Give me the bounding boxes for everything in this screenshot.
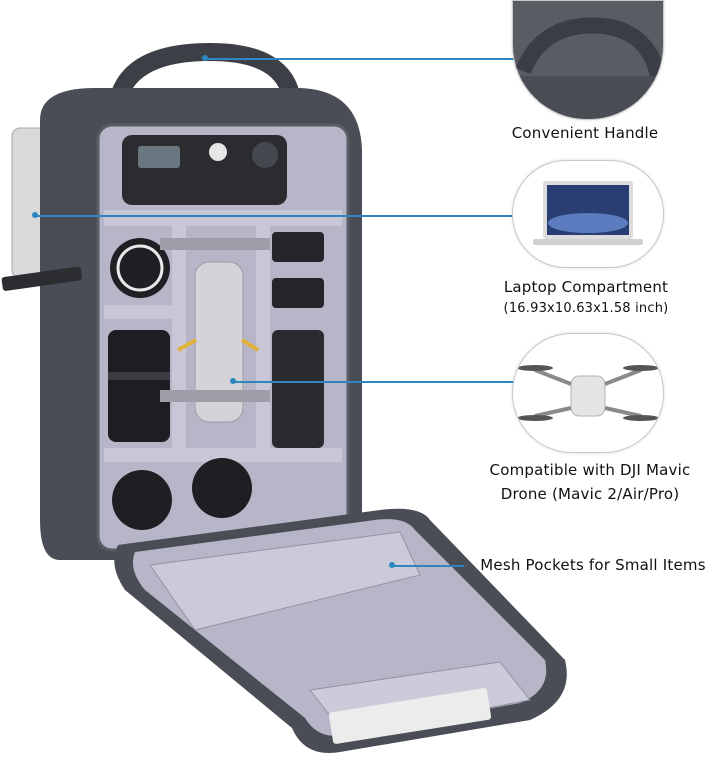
callout-line-handle	[205, 58, 515, 60]
callout-dot-handle	[202, 55, 208, 61]
drone-closeup	[512, 333, 664, 453]
small-lens-1	[112, 470, 172, 530]
handle-closeup-icon	[513, 1, 663, 119]
handle-label: Convenient Handle	[511, 124, 659, 142]
small-lens-2	[192, 458, 252, 518]
small-tablet	[328, 688, 492, 744]
divider-vertical-left	[172, 226, 186, 458]
mesh-label: Mesh Pockets for Small Items	[480, 556, 706, 574]
callout-dot-mesh	[389, 562, 395, 568]
speedlite-flash	[272, 330, 324, 448]
laptop-label: Laptop Compartment	[503, 278, 669, 296]
velcro-strap-low	[160, 390, 270, 402]
laptop-closeup	[512, 160, 664, 268]
drone-label-line2: Drone (Mavic 2/Air/Pro)	[500, 485, 680, 503]
callout-dot-drone	[230, 378, 236, 384]
camera-lens	[108, 330, 170, 442]
drone-arm-left	[177, 338, 197, 352]
handle-closeup	[512, 0, 664, 120]
callout-line-mesh	[392, 565, 464, 567]
laptop-dimensions: (16.93x10.63x1.58 inch)	[503, 301, 669, 316]
divider-vertical-right	[256, 226, 270, 458]
drone-arm-right	[240, 338, 260, 352]
velcro-strap	[160, 238, 270, 250]
lens-ring	[108, 372, 170, 380]
side-strap	[1, 266, 83, 291]
callout-dot-laptop	[32, 212, 38, 218]
battery-2	[272, 278, 324, 308]
drone-label-line1: Compatible with DJI Mavic	[489, 461, 691, 479]
camera-dial	[252, 142, 278, 168]
callout-line-laptop	[35, 215, 513, 217]
divider-low	[104, 448, 342, 462]
mesh-pocket-upper	[149, 531, 421, 631]
laptop-icon	[533, 181, 643, 245]
callout-line-drone	[233, 381, 515, 383]
top-handle	[109, 42, 301, 109]
drone-icon	[517, 365, 659, 421]
battery-1	[272, 232, 324, 262]
divider-mid	[104, 305, 174, 319]
camera-dial-small	[209, 143, 227, 161]
divider-top	[104, 210, 342, 226]
camera-screen	[138, 146, 180, 168]
lens-cap-ring	[116, 244, 164, 292]
